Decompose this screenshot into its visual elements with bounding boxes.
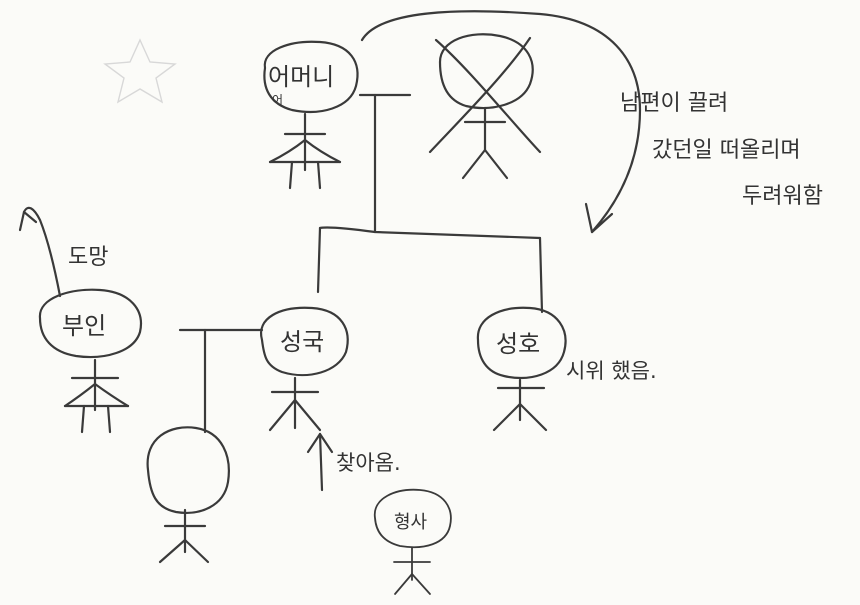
- husband-note-line2: 갔던일 떠올리며: [652, 138, 801, 163]
- seongguk-label: 성국: [280, 328, 324, 356]
- escape-arrow: [22, 206, 62, 298]
- star-doodle-icon: [103, 38, 177, 104]
- crossed-out-father: [428, 33, 542, 180]
- wife-figure: [38, 288, 143, 434]
- memory-arrow: [360, 10, 642, 234]
- husband-note-line3: 두려워함: [742, 184, 823, 209]
- husband-note-line1: 남편이 끌려: [620, 91, 728, 116]
- seongho-label: 성호: [496, 330, 540, 358]
- detective-figure: [374, 488, 452, 595]
- child-figure: [146, 426, 230, 564]
- escape-label: 도망: [68, 245, 108, 270]
- seongguk-figure: [259, 306, 349, 432]
- wife-label: 부인: [62, 312, 106, 340]
- seongho-figure: [476, 306, 567, 432]
- sibling-line: [318, 226, 542, 240]
- visit-arrow: [318, 432, 324, 492]
- seongho-note: 시위 했음.: [566, 359, 657, 383]
- mother-note: 어: [272, 93, 283, 107]
- visit-label: 찾아옴.: [336, 451, 401, 475]
- mother-label: 어머니: [268, 63, 334, 91]
- detective-label: 형사: [394, 512, 428, 533]
- mother-figure: [263, 40, 359, 190]
